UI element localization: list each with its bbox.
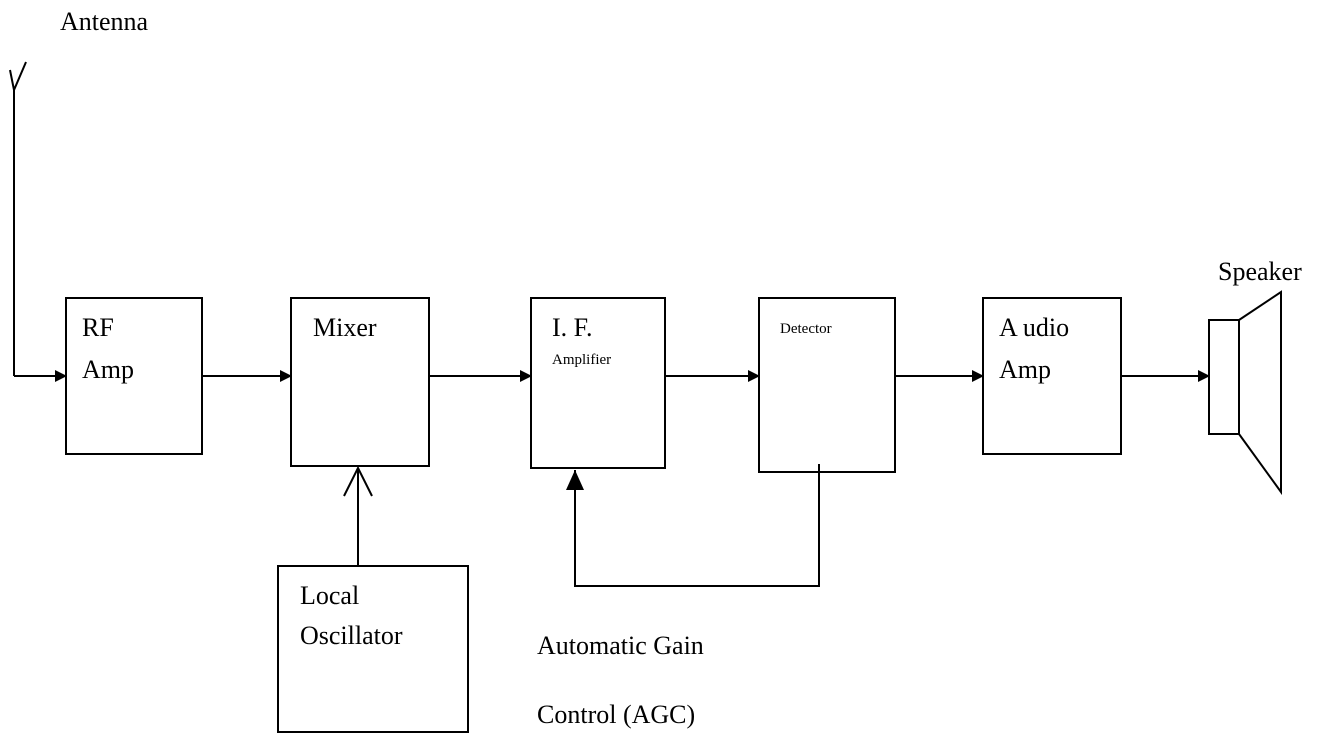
antenna-label: Antenna: [60, 7, 149, 36]
speaker-label: Speaker: [1218, 257, 1302, 286]
speaker-icon: [1208, 290, 1282, 496]
detector-block: Detector: [758, 297, 896, 473]
rf-amp-label-line2: Amp: [82, 355, 134, 384]
mixer-block: Mixer: [290, 297, 430, 467]
antenna-icon: [9, 61, 27, 376]
oscillator-to-mixer-arrow: [343, 465, 373, 566]
agc-feedback-arrow: [566, 464, 820, 587]
audio-amp-label-line1: A udio: [999, 313, 1069, 342]
agc-label-line1: Automatic Gain: [537, 631, 704, 660]
detector-label: Detector: [780, 321, 832, 337]
local-osc-label-line1: Local: [300, 581, 359, 610]
mixer-label: Mixer: [313, 313, 377, 342]
if-amp-label-line2: Amplifier: [552, 352, 611, 368]
local-osc-label-line2: Oscillator: [300, 621, 403, 650]
if-amp-label-line1: I. F.: [552, 313, 593, 342]
rf-amp-label-line1: RF: [82, 313, 114, 342]
if-amplifier-block: I. F. Amplifier: [530, 297, 666, 469]
local-oscillator-block: Local Oscillator: [277, 565, 469, 733]
audio-amp-label-line2: Amp: [999, 355, 1051, 384]
rf-amp-block: RF Amp: [65, 297, 203, 455]
agc-label-line2: Control (AGC): [537, 700, 695, 729]
audio-amp-block: A udio Amp: [982, 297, 1122, 455]
